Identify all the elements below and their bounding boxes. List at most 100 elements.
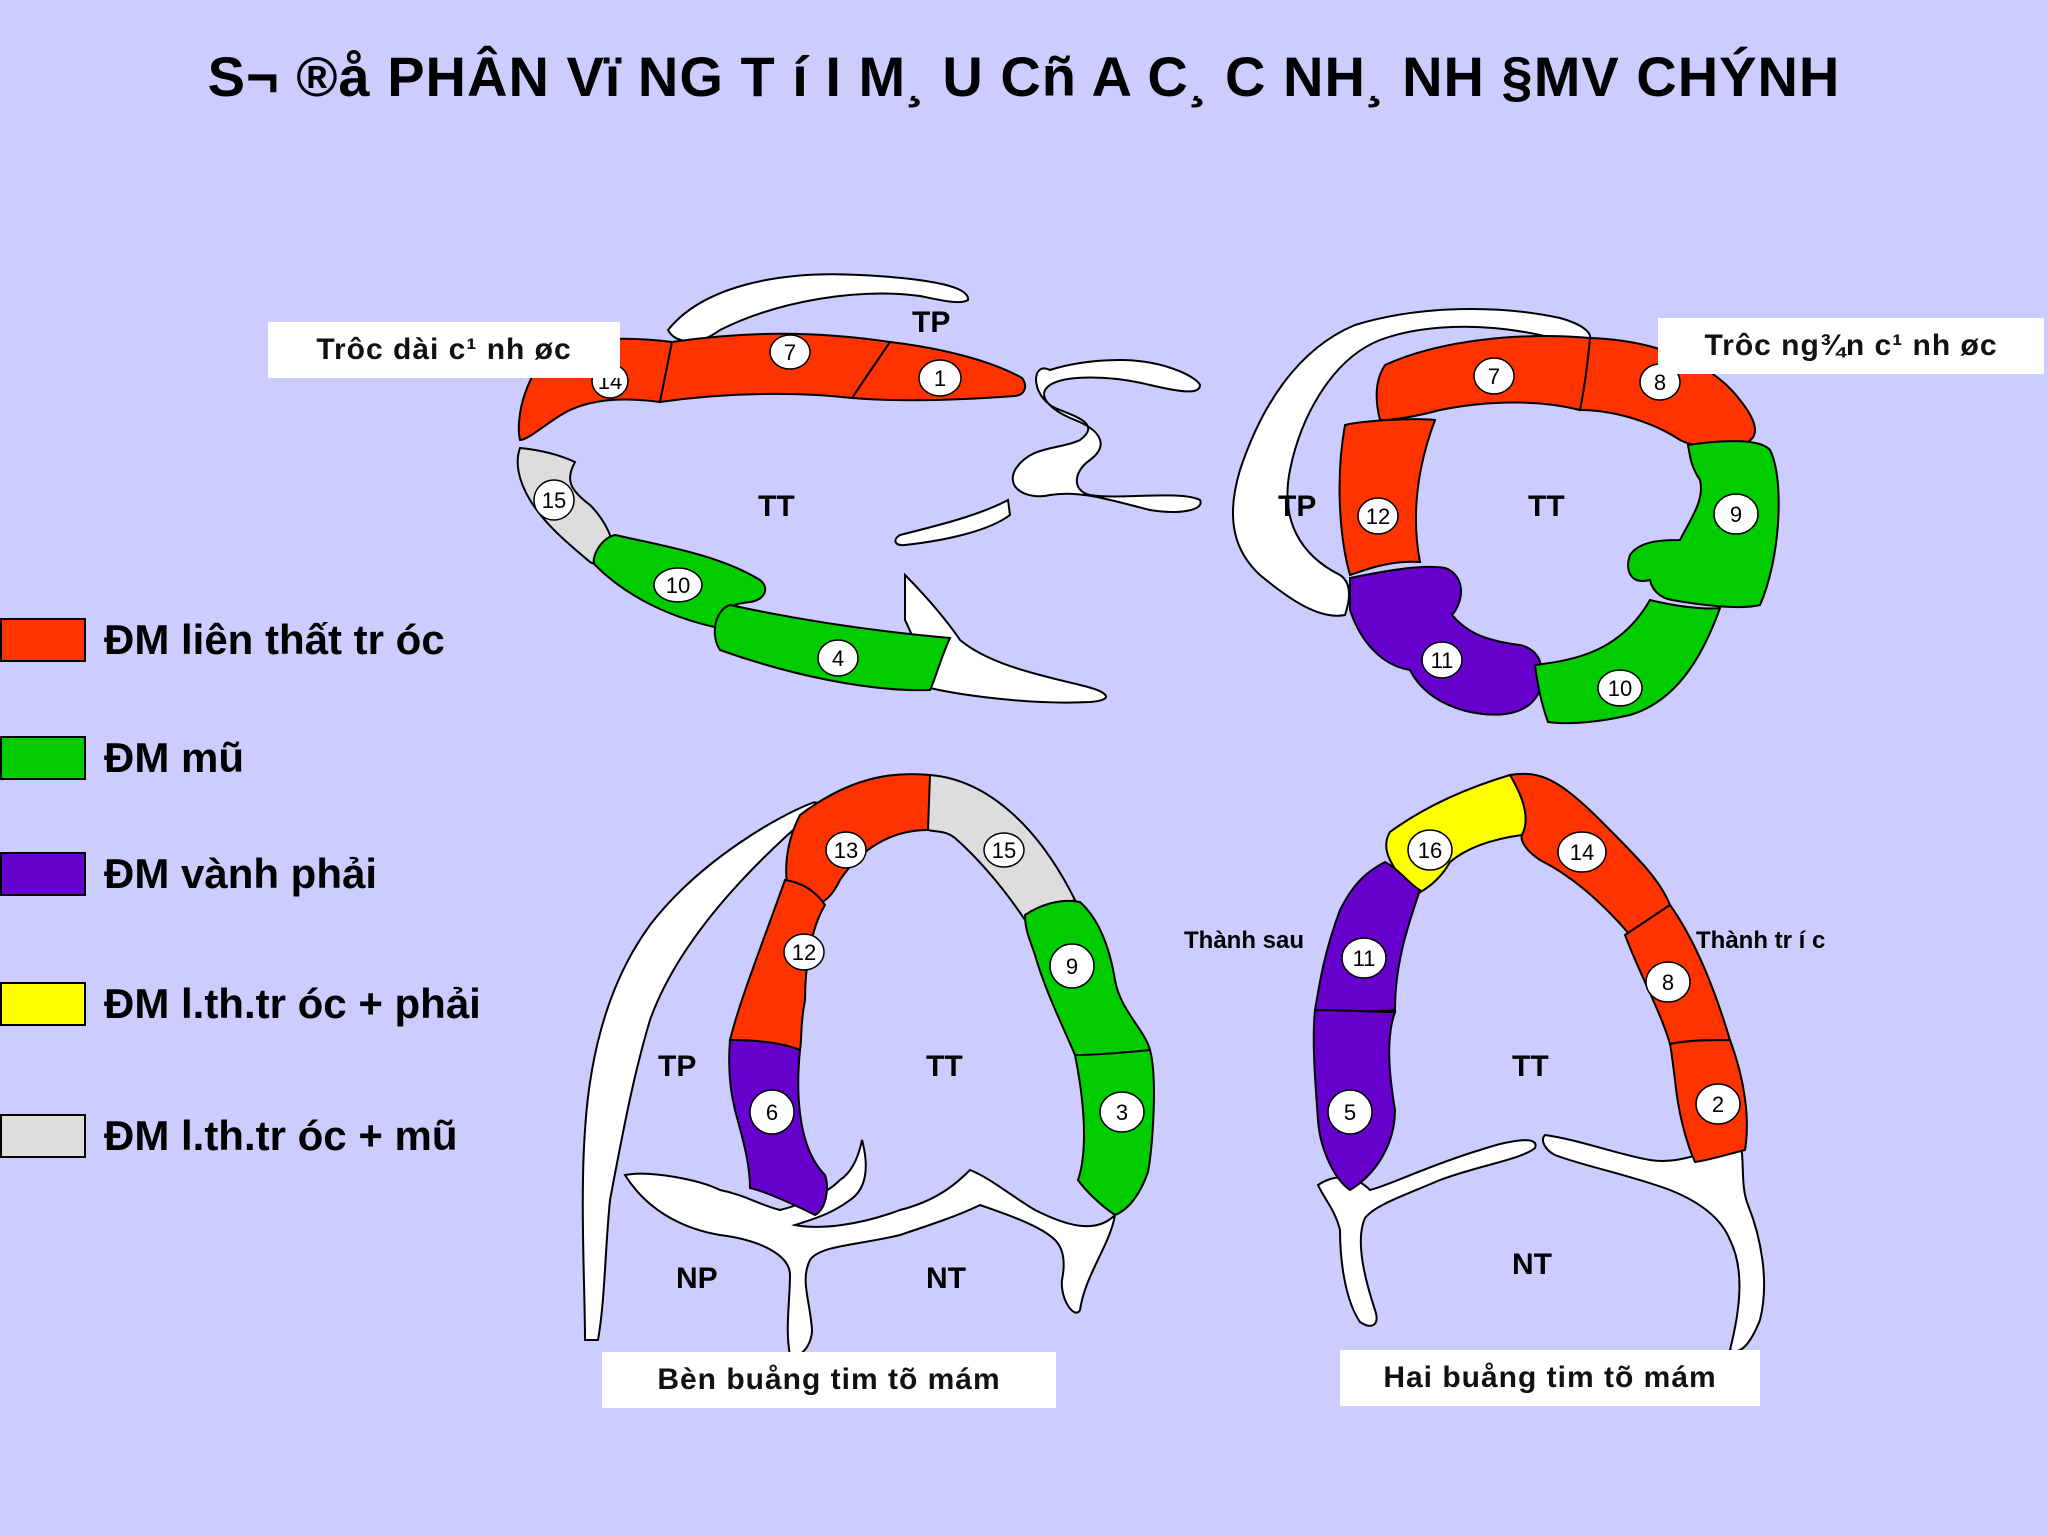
segment-number: 8 [1662, 970, 1674, 995]
segment-number: 12 [792, 940, 816, 965]
short-axis-segment-11 [1349, 565, 1543, 716]
legend-swatch-rca [0, 852, 86, 896]
four-chamber-segment-label-13: 13 [825, 831, 867, 869]
four-chamber-segment-label-12: 12 [783, 933, 825, 971]
segment-number-badge [1421, 641, 1463, 679]
two-chamber-segment-label-11: 11 [1341, 937, 1387, 979]
short-axis-segment-9 [1627, 440, 1780, 609]
segment-number: 15 [542, 488, 566, 513]
segment-number-badge [749, 1089, 795, 1135]
segment-number-badge [918, 359, 962, 397]
long-axis-segment-label-15: 15 [533, 479, 575, 521]
segment-number: 14 [1570, 840, 1594, 865]
four-chamber-septum-base [623, 1139, 1117, 1357]
legend-item-lad: ĐM liên thất tr­ óc [0, 616, 445, 664]
segment-number: 2 [1712, 1092, 1724, 1117]
legend-label-lcx: ĐM mũ [104, 734, 244, 781]
segment-number-badge [825, 831, 867, 869]
legend-swatch-lad [0, 618, 86, 662]
short-axis-cavity-tt: TT [1528, 490, 1565, 523]
segment-number-badge [1473, 357, 1515, 395]
segment-number: 10 [666, 573, 690, 598]
four-chamber-rv-free-wall [581, 801, 819, 1341]
segment-number: 11 [1431, 648, 1454, 673]
two-chamber-segment-label-2: 2 [1695, 1083, 1741, 1125]
segment-number: 15 [992, 838, 1016, 863]
short-axis-view-label: Trôc ng¾n c¹ nh øc [1658, 318, 2044, 374]
legend-swatch-lcx [0, 736, 86, 780]
short-axis-segment-12 [1338, 418, 1437, 577]
legend-label-lad-lcx: ĐM l.th.tr­ óc + mũ [104, 1112, 458, 1159]
segment-number-badge [1099, 1091, 1145, 1133]
four-chamber-cavity-tp: TP [658, 1050, 696, 1083]
segment-number-badge [1557, 831, 1607, 873]
segment-number-badge [769, 334, 811, 370]
long-axis-segment-label-1: 1 [918, 359, 962, 397]
legend-label-lad: ĐM liên thất tr­ óc [104, 616, 445, 663]
four-chamber-view [581, 773, 1155, 1357]
segment-number: 9 [1730, 502, 1742, 527]
segment-number: 13 [834, 838, 858, 863]
two-chamber-wall-anterior: Thành tr­ í c [1696, 927, 1825, 954]
four-chamber-cavity-tt: TT [926, 1050, 963, 1083]
two-chamber-view [1312, 772, 1766, 1353]
segment-number-badge [1341, 937, 1387, 979]
two-chamber-segment-11 [1313, 860, 1422, 1013]
slide-title: S¬ ®å PHÂN Vï NG T­ í I M¸ U Cñ A C¸ C N… [207, 45, 1841, 108]
two-chamber-segment-label-5: 5 [1327, 1089, 1373, 1135]
two-chamber-right-base [1542, 1133, 1766, 1353]
four-chamber-segment-label-3: 3 [1099, 1091, 1145, 1133]
long-axis-cavity-tt: TT [758, 490, 795, 523]
two-chamber-wall-posterior: Thành sau [1184, 927, 1304, 954]
legend-item-rca: ĐM vành phải [0, 850, 377, 898]
segment-number-badge [1645, 961, 1691, 1003]
segment-number: 6 [766, 1100, 778, 1125]
segment-number-badge [653, 567, 703, 603]
segment-number: 9 [1066, 954, 1078, 979]
segment-number: 4 [832, 646, 844, 671]
two-chamber-segment-label-14: 14 [1557, 831, 1607, 873]
long-axis-cavity-tp: TP [912, 306, 950, 339]
segment-number: 12 [1366, 504, 1390, 529]
segment-number-badge [1407, 829, 1453, 871]
legend-swatch-lad-lcx [0, 1114, 86, 1158]
long-axis-view [516, 273, 1202, 704]
segment-number: 7 [1488, 364, 1500, 389]
short-axis-rv-wall [1232, 308, 1592, 617]
short-axis-cavity-tp: TP [1278, 490, 1316, 523]
two-chamber-segment-16 [1385, 773, 1527, 897]
segment-number: 11 [1353, 946, 1376, 971]
four-chamber-cavity-np: NP [676, 1262, 718, 1295]
short-axis-segment-label-7: 7 [1473, 357, 1515, 395]
four-chamber-cavity-nt: NT [926, 1262, 966, 1295]
short-axis-segment-10 [1533, 598, 1722, 725]
segment-number: 10 [1608, 676, 1632, 701]
two-chamber-view-label: Hai buång tim tõ mám [1340, 1350, 1760, 1406]
long-axis-segment-label-10: 10 [653, 567, 703, 603]
segment-number-badge [533, 479, 575, 521]
legend-item-lad-lcx: ĐM l.th.tr­ óc + mũ [0, 1112, 458, 1160]
two-chamber-segment-label-8: 8 [1645, 961, 1691, 1003]
segment-number-badge [1597, 669, 1643, 707]
short-axis-segment-label-9: 9 [1713, 493, 1759, 535]
long-axis-view-label: Trôc dài c¹ nh øc [268, 322, 620, 378]
four-chamber-segment-3 [1073, 1048, 1155, 1217]
legend-label-lad-rca: ĐM l.th.tr­ óc + phải [104, 980, 481, 1027]
long-axis-outflow-wall [666, 273, 969, 343]
four-chamber-segment-label-6: 6 [749, 1089, 795, 1135]
short-axis-segment-label-12: 12 [1357, 497, 1399, 535]
short-axis-segment-label-11: 11 [1421, 641, 1463, 679]
two-chamber-cavity-nt: NT [1512, 1248, 1552, 1281]
segment-number: 5 [1344, 1100, 1356, 1125]
segment-number: 16 [1418, 838, 1442, 863]
segment-number-badge [1049, 943, 1095, 989]
long-axis-mitral-leaflet [894, 498, 1012, 547]
four-chamber-view-label: Bèn buång tim tõ mám [602, 1352, 1056, 1408]
four-chamber-segment-12 [728, 878, 827, 1052]
legend-swatch-lad-rca [0, 982, 86, 1026]
segment-number-badge [1357, 497, 1399, 535]
segment-number-badge [817, 639, 859, 677]
segment-number-badge [983, 832, 1025, 868]
segment-number-badge [783, 933, 825, 971]
